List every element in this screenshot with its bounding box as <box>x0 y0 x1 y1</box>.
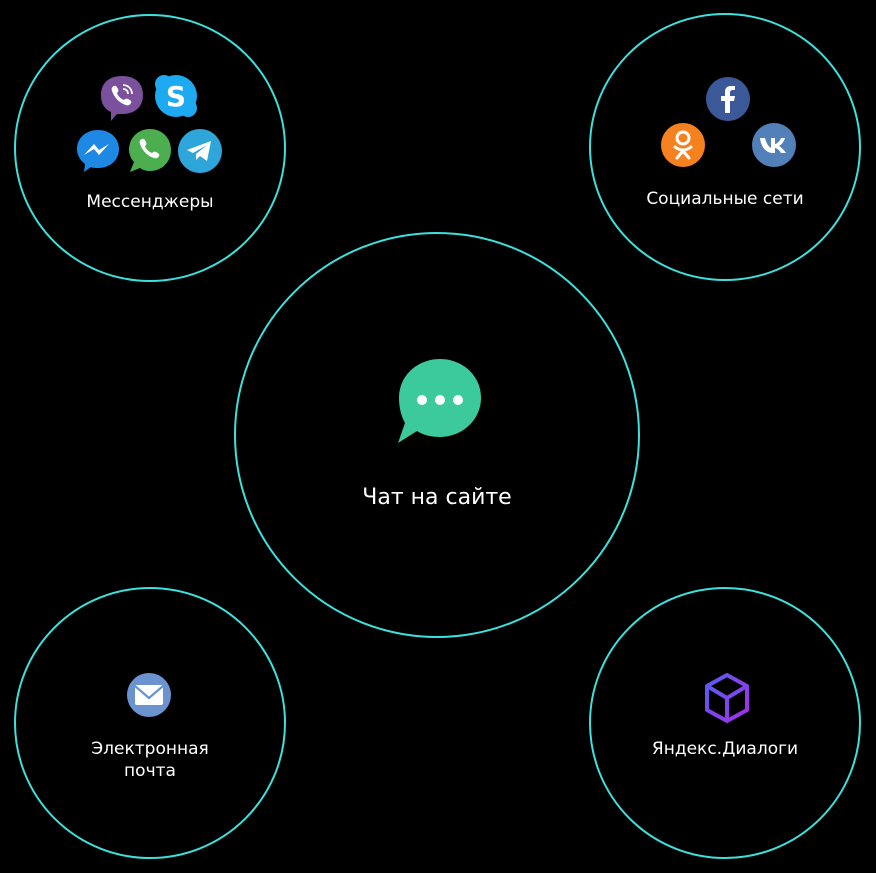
social-label: Социальные сети <box>646 189 804 209</box>
envelope-icon <box>126 672 172 718</box>
email-label-line1: Электронная <box>91 739 209 759</box>
telegram-icon <box>177 128 223 174</box>
messengers-label: Мессенджеры <box>86 192 214 212</box>
whatsapp-icon <box>127 127 173 175</box>
yandex-dialogs-cube-icon <box>702 672 752 724</box>
chat-bubble-icon <box>395 357 483 445</box>
social-node <box>589 13 861 281</box>
facebook-icon <box>705 76 751 122</box>
messengers-node <box>14 14 286 282</box>
odnoklassniki-icon <box>660 122 706 168</box>
viber-icon <box>99 74 145 122</box>
messenger-icon <box>75 128 121 174</box>
chat-node <box>234 232 640 638</box>
skype-icon: S <box>153 73 199 119</box>
svg-text:S: S <box>166 80 186 113</box>
email-label: Электронная почта <box>14 738 286 782</box>
email-label-line2: почта <box>124 761 176 781</box>
chat-label: Чат на сайте <box>362 485 512 510</box>
vk-icon <box>751 122 797 168</box>
yandex-label: Яндекс.Диалоги <box>651 739 799 759</box>
email-node <box>14 587 286 859</box>
yandex-node <box>589 587 861 859</box>
